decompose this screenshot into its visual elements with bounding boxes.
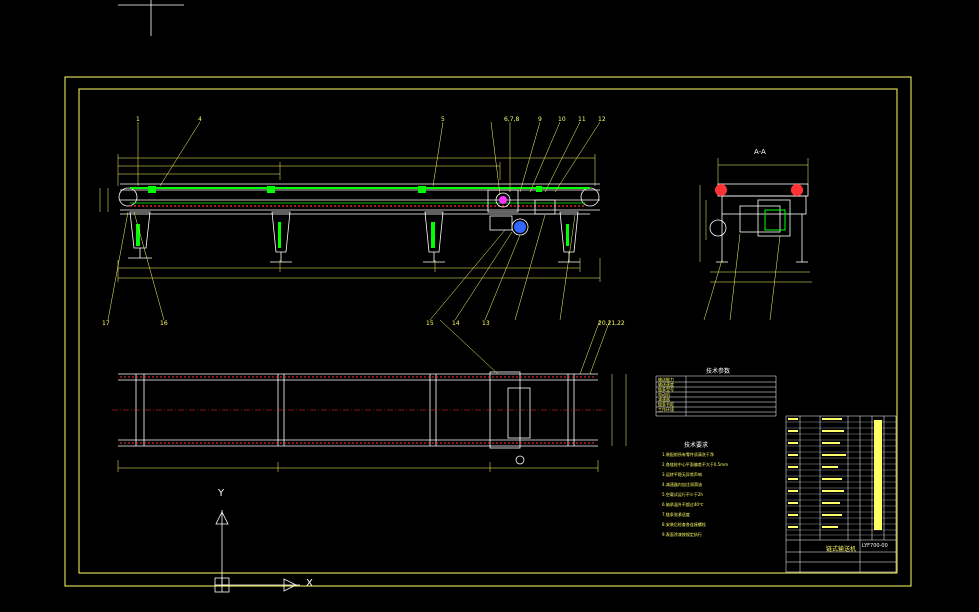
balloon-label: 1	[136, 116, 140, 123]
tech-param-row: 链条型号	[658, 387, 674, 392]
tech-note-line: 6.轴承温升不超过40℃	[662, 502, 704, 507]
tech-param-row: 电动机	[658, 392, 670, 397]
balloon-label: 15	[426, 320, 434, 327]
section-label: A-A	[754, 148, 766, 156]
tech-note-line: 4.减速器内加注润滑油	[662, 482, 702, 487]
balloon-label: 4	[198, 116, 202, 123]
crosshair-cursor-icon	[118, 0, 184, 36]
balloon-label: 11	[578, 116, 586, 123]
balloon-label: 13	[482, 320, 490, 327]
tech-note-line: 7.链条张紧适度	[662, 512, 690, 517]
tech-param-row: 输送能力	[658, 377, 674, 382]
inner-frame	[78, 88, 898, 574]
tech-param-row: 工作环境	[658, 407, 674, 412]
tech-param-row: 输送速度	[658, 382, 674, 387]
balloon-label: 12	[598, 116, 606, 123]
tech-param-row: 链条节距	[658, 402, 674, 407]
tech-note-line: 8.安装后检查各连接螺栓	[662, 522, 706, 527]
axis-y-label: Y	[218, 488, 225, 499]
plan-view	[112, 319, 627, 472]
drawing-title: 链式输送机	[826, 546, 857, 553]
side-view-section	[699, 158, 812, 321]
tech-note-line: 5.空载试运行不少于2h	[662, 492, 703, 497]
tech-params-title: 技术参数	[706, 368, 731, 375]
outer-frame	[64, 76, 912, 587]
drawing-number: LYF700-00	[862, 543, 888, 549]
tech-note-line: 3.运转平稳无异常声响	[662, 472, 702, 477]
tech-note-line: 2.各链轮中心平面偏差不大于0.5mm	[662, 462, 728, 467]
axis-x-label: X	[306, 578, 313, 589]
bom-text-marks	[788, 418, 882, 530]
tech-params-table	[655, 375, 777, 417]
balloon-label: 20,21,22	[598, 320, 625, 327]
balloon-label: 14	[452, 320, 460, 327]
balloon-label: 5	[441, 116, 445, 123]
tech-param-row: 减速器	[658, 397, 670, 402]
balloon-label: 16	[160, 320, 168, 327]
balloon-label: 10	[558, 116, 566, 123]
balloon-label: 17	[102, 320, 110, 327]
ucs-axis-icon	[214, 510, 300, 593]
balloon-label: 9	[538, 116, 542, 123]
tech-notes-title: 技术要求	[684, 442, 709, 449]
front-view	[99, 121, 601, 321]
tech-note-line: 9.表面涂漆按规定执行	[662, 532, 702, 537]
tech-note-line: 1.装配前所有零件须清洗干净	[662, 452, 714, 457]
balloon-label: 6,7,8	[504, 116, 520, 123]
